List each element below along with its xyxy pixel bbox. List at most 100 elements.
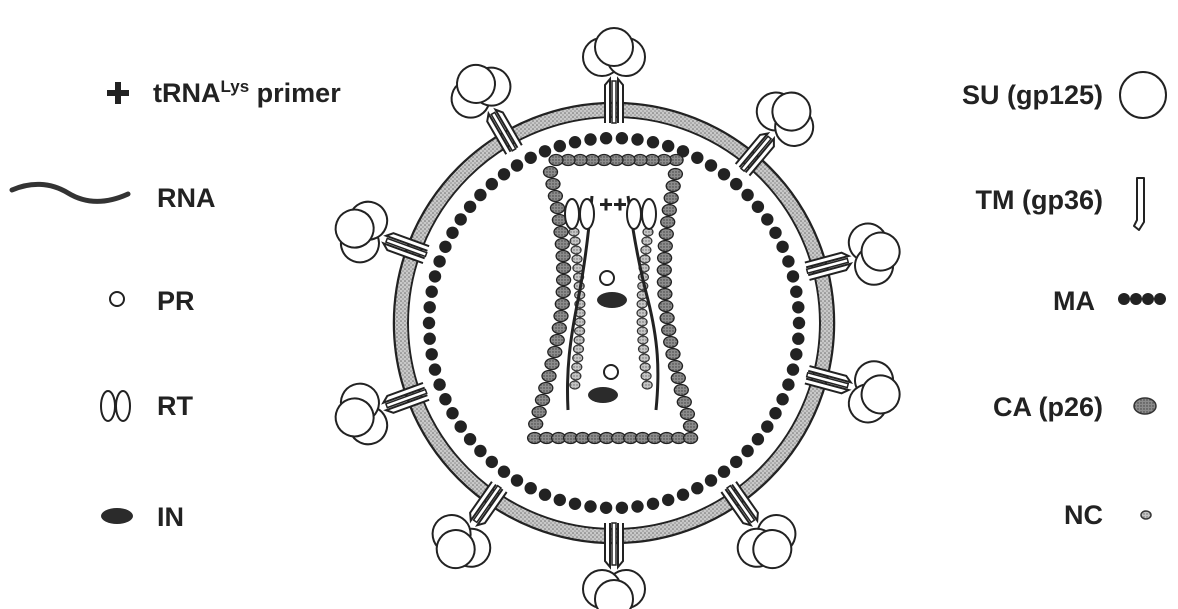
nc-subunit [570, 381, 580, 389]
ma-dot [647, 498, 659, 510]
nc-subunit [572, 255, 582, 263]
legend-label-su: SU (gp125) [962, 82, 1103, 109]
pr-molecule [604, 365, 618, 379]
trna-superscript: Lys [221, 77, 250, 96]
ma-dot [525, 152, 537, 164]
ca-subunit [684, 433, 698, 444]
ma-dot [792, 301, 804, 313]
legend-label-ma: MA [1053, 288, 1095, 315]
nc-subunit [571, 372, 581, 380]
ca-subunit [668, 169, 682, 180]
ma-dot [569, 498, 581, 510]
ca-subunit [532, 407, 546, 418]
ca-subunit [658, 253, 672, 264]
ca-subunit [554, 227, 568, 238]
small-circle-icon [110, 292, 124, 306]
ma-dot [455, 213, 467, 225]
ma-dot [433, 378, 445, 390]
nc-subunit [641, 246, 651, 254]
ma-dot [790, 286, 802, 298]
in-molecule [597, 292, 627, 308]
ma-dot [429, 270, 441, 282]
ma-dot [424, 333, 436, 345]
ma-dot [761, 213, 773, 225]
ma-dot [776, 241, 788, 253]
matrix-layer [423, 132, 805, 514]
ca-subunit [669, 361, 683, 372]
ca-subunit [657, 265, 671, 276]
dotted-chain-icon [1118, 293, 1166, 305]
ma-dot [600, 502, 612, 514]
ca-subunit [550, 335, 564, 346]
in-molecule [588, 387, 618, 403]
viral-envelope [394, 103, 834, 543]
envelope-spike [799, 217, 907, 301]
ma-dot [792, 333, 804, 345]
ca-subunit [666, 181, 680, 192]
ma-dot [691, 152, 703, 164]
ma-dot [584, 133, 596, 145]
ma-dot [474, 445, 486, 457]
legend-label-tm: TM (gp36) [976, 187, 1104, 214]
ma-dot [787, 270, 799, 282]
ca-subunit [664, 193, 678, 204]
nc-subunit [574, 336, 584, 344]
ca-subunit [662, 325, 676, 336]
ca-subunit [677, 397, 691, 408]
ma-dot [511, 474, 523, 486]
ma-dot [769, 227, 781, 239]
ma-dot [539, 489, 551, 501]
ca-subunit [549, 155, 563, 166]
plus-icon [107, 82, 129, 104]
ca-subunit [542, 371, 556, 382]
ca-subunit [544, 167, 558, 178]
ma-dot [718, 466, 730, 478]
ma-dot [752, 201, 764, 213]
ma-dot [525, 482, 537, 494]
ca-subunit [659, 229, 673, 240]
ca-subunit [548, 191, 562, 202]
ma-dot [705, 474, 717, 486]
ma-dot [662, 494, 674, 506]
nc-subunit [639, 354, 649, 362]
ma-dot [498, 466, 510, 478]
ma-dot [769, 407, 781, 419]
ca-subunit [551, 203, 565, 214]
ma-dot [464, 433, 476, 445]
ma-dot [705, 159, 717, 171]
ma-dot [474, 189, 486, 201]
ma-dot [793, 317, 805, 329]
ma-dot [511, 159, 523, 171]
ca-subunit [552, 323, 566, 334]
ca-subunit [529, 419, 543, 430]
ma-dot [539, 145, 551, 157]
trna-suffix: primer [249, 78, 341, 108]
envelope-spike [799, 345, 907, 429]
ca-subunit [555, 239, 569, 250]
nc-subunit [575, 327, 585, 335]
small-shaded-oval-icon [1141, 511, 1151, 519]
nc-subunit [572, 363, 582, 371]
ma-dot [486, 178, 498, 190]
ma-dot [433, 255, 445, 267]
legend-label-in: IN [157, 504, 184, 531]
ma-dot [790, 348, 802, 360]
nc-subunit [637, 327, 647, 335]
ma-dot [569, 136, 581, 148]
ma-dot [584, 500, 596, 512]
nc-subunit [571, 246, 581, 254]
ma-dot [439, 241, 451, 253]
ca-subunit [684, 421, 698, 432]
nc-subunit [640, 255, 650, 263]
ma-dot [718, 168, 730, 180]
nc-subunit [637, 309, 647, 317]
nc-subunit [642, 237, 652, 245]
legend-label-ca: CA (p26) [993, 394, 1103, 421]
ca-subunit [657, 277, 671, 288]
ma-dot [426, 348, 438, 360]
ma-dot [631, 133, 643, 145]
nc-subunit [640, 363, 650, 371]
trna-prefix: tRNA [153, 78, 221, 108]
ma-dot [677, 489, 689, 501]
nc-subunit [573, 264, 583, 272]
